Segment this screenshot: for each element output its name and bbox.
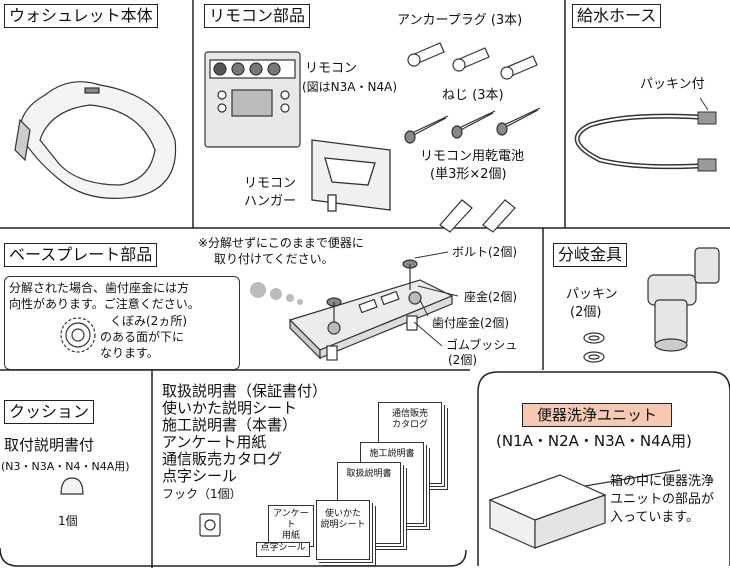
card-manual-line-1: 取扱説明書 [346, 469, 392, 479]
section-title-remote: リモコン部品 [204, 4, 311, 28]
flush-models: (N1A・N2A・N3A・N4A用) [496, 432, 692, 450]
batteries [439, 199, 516, 233]
dent-line-3: なります。 [100, 346, 159, 360]
hanger-label-1: リモコン [244, 176, 297, 191]
card-usage-line-1: 使いかた [324, 509, 361, 519]
cushion-illustration [60, 477, 84, 495]
hanger-label-2: ハンガー [244, 194, 297, 209]
remote-label: リモコン [305, 61, 358, 76]
section-title-toilet: ウォシュレット本体 [4, 4, 158, 28]
doc-card-braille: 点字シール [256, 542, 310, 557]
doc-item-6: 点字シール [162, 467, 238, 485]
battery-label-1: リモコン用乾電池 [420, 149, 525, 164]
hook-illustration [199, 513, 221, 537]
card-survey-line-2: 用紙 [281, 531, 300, 541]
doc-item-3: 施工説明書（本書） [162, 416, 298, 434]
remote-note: (図はN3A・N4A) [302, 80, 398, 94]
card-survey-line-1: アンケート [273, 509, 309, 530]
branch-packing-1: パッキン [566, 287, 618, 302]
flush-desc-2: ユニットの部品が [610, 492, 715, 507]
dent-line-1: くぼみ(2ヵ所) [110, 314, 187, 328]
flush-desc-1: 箱の中に便器洗浄 [610, 474, 715, 489]
card-braille-line-1: 点字シール [260, 543, 306, 553]
toothed-label: 歯付座金(2個) [432, 316, 509, 330]
doc-item-1: 取扱説明書（保証書付） [162, 382, 328, 400]
remote-illustration [204, 51, 301, 148]
base-note-2: 取り付けてください。 [214, 252, 334, 266]
anchor-plugs [407, 42, 538, 80]
battery-label-2: (単3形×2個) [430, 167, 507, 182]
card-catalog-line-2: カタログ [391, 420, 428, 430]
cushion-models: (N3・N3A・N4・N4A用) [1, 460, 130, 473]
hose-packing-label: パッキン付 [640, 77, 705, 92]
dots [250, 282, 303, 305]
section-title-branch: 分岐金具 [553, 243, 628, 267]
card-install-line-1: 施工説明書 [369, 449, 415, 459]
warn-line-1: 分解された場合、歯付座金には方 [9, 281, 190, 295]
dent-line-2: のある面が下に [100, 330, 185, 344]
branch-packings [583, 332, 605, 363]
branch-packing-2: (2個) [570, 305, 602, 320]
base-note-1: ※分解せずにこのままで便器に [198, 236, 364, 250]
branch-fitting [647, 247, 720, 352]
section-title-base: ベースプレート部品 [4, 243, 158, 267]
section-title-cushion: クッション [4, 400, 95, 424]
doc-item-2: 使いかた説明シート [162, 399, 298, 417]
doc-card-usage: 使いかた 説明シート [316, 500, 370, 560]
doc-item-7: フック（1個） [162, 487, 242, 501]
anchor-label: アンカープラグ (3本) [397, 13, 523, 28]
flush-box-illustration [488, 469, 681, 549]
washer-label: 座金(2個) [464, 290, 517, 304]
hanger-illustration [311, 139, 391, 212]
card-usage-line-2: 説明シート [320, 520, 366, 530]
warning-box [4, 276, 240, 370]
doc-item-4: アンケート用紙 [162, 433, 267, 451]
cushion-manual: 取付説明書付 [4, 436, 95, 454]
warn-line-2: 向性があります。ご注意ください。 [9, 297, 200, 311]
bolt-label: ボルト(2個) [452, 245, 517, 259]
doc-card-survey: アンケート 用紙 [268, 505, 314, 547]
screw-label: ねじ (3本) [442, 88, 504, 103]
toilet-illustration [14, 81, 177, 199]
section-title-hose: 給水ホース [572, 4, 662, 28]
section-title-flush: 便器洗浄ユニット [522, 403, 673, 427]
screws [404, 107, 541, 144]
card-catalog-line-1: 通信販売 [391, 409, 428, 419]
toothed-washer [60, 317, 96, 353]
bush-label-1: ゴムブッシュ [446, 338, 518, 352]
cushion-count: 1個 [58, 514, 78, 528]
bush-label-2: (2個) [448, 353, 477, 367]
base-callout-lines [413, 251, 459, 347]
base-plate-illustration [288, 259, 454, 361]
doc-item-5: 通信販売カタログ [162, 450, 283, 468]
hose-illustration [574, 97, 717, 172]
flush-desc-3: 入っています。 [610, 510, 700, 525]
